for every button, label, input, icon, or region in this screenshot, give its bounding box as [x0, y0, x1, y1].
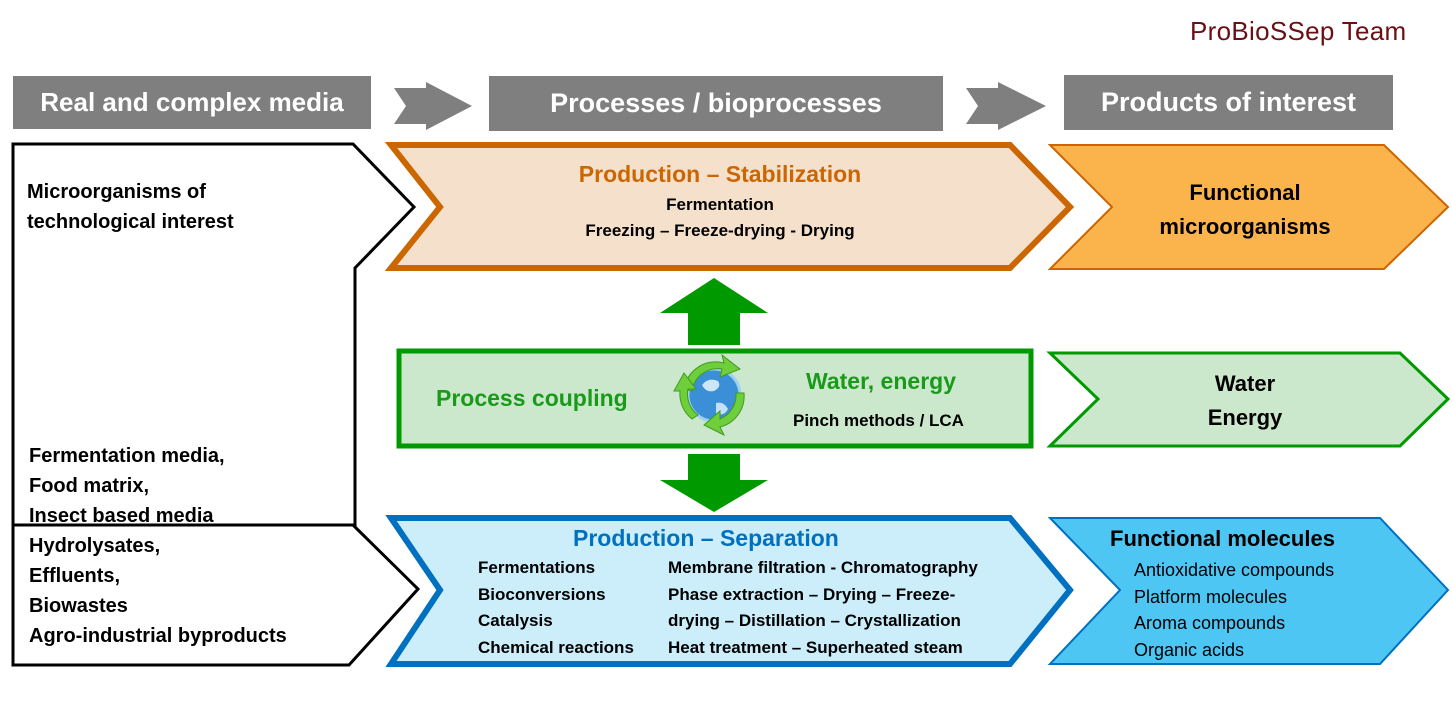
separation-left-item: Fermentations	[478, 558, 596, 577]
product-energy: Energy	[1207, 405, 1283, 430]
separation-right-list: Membrane filtration - Chromatography Pha…	[668, 555, 978, 661]
up-arrow	[660, 278, 768, 345]
media-item: Food matrix,	[29, 475, 150, 497]
product-microorganisms: Functional microorganisms	[1110, 176, 1380, 244]
separation-left-item: Chemical reactions	[478, 637, 634, 657]
product-molecules-list: Antioxidative compounds Platform molecul…	[1134, 557, 1334, 663]
media-item: Effluents,	[29, 565, 121, 587]
input-box-outline	[11, 142, 421, 667]
product-microorganisms-line-2: microorganisms	[1159, 214, 1331, 239]
separation-title: Production – Separation	[573, 525, 839, 551]
media-item: Fermentation media,	[29, 445, 225, 467]
input-microorganisms-line-1: Microorganisms of	[27, 181, 206, 203]
media-item: Biowastes	[29, 595, 128, 617]
media-item: Agro-industrial byproducts	[29, 625, 287, 647]
coupling-methods: Pinch methods / LCA	[793, 411, 964, 430]
coupling-title: Process coupling	[436, 385, 628, 411]
header-inputs: Real and complex media	[13, 76, 371, 129]
header-products: Products of interest	[1064, 75, 1393, 130]
separation-right-item: Heat treatment – Superheated steam	[668, 637, 963, 657]
header-arrow-1	[394, 82, 472, 130]
product-microorganisms-line-1: Functional	[1189, 180, 1301, 205]
stabilization-line-1: Fermentation	[666, 195, 774, 214]
header-processes: Processes / bioprocesses	[489, 76, 943, 131]
molecule-item: Aroma compounds	[1134, 613, 1286, 633]
team-label: ProBioSSep Team	[1190, 16, 1407, 46]
product-water-energy: Water Energy	[1110, 367, 1380, 435]
separation-left-item: Bioconversions	[478, 584, 606, 604]
product-molecules-chevron	[1047, 517, 1450, 665]
coupling-subtitle: Water, energy	[806, 368, 956, 394]
molecule-item: Organic acids	[1134, 639, 1245, 660]
separation-right-item: Phase extraction – Drying – Freeze-	[668, 584, 956, 604]
separation-chevron	[385, 515, 1074, 667]
separation-right-item: drying – Distillation – Crystallization	[668, 611, 961, 630]
product-water-energy-chevron	[1046, 351, 1451, 448]
product-water: Water	[1214, 371, 1276, 396]
molecule-item: Platform molecules	[1134, 586, 1288, 607]
stabilization-text: Production – Stabilization Fermentation …	[460, 158, 980, 244]
input-media-list: Fermentation media, Food matrix, Insect …	[29, 441, 287, 651]
header-arrow-2	[966, 82, 1046, 130]
separation-left-item: Catalysis	[478, 611, 553, 630]
separation-right-item: Membrane filtration - Chromatography	[668, 558, 978, 577]
media-item: Hydrolysates,	[29, 535, 161, 557]
stabilization-title: Production – Stabilization	[578, 161, 862, 187]
down-arrow	[660, 454, 768, 512]
product-microorganisms-chevron	[1047, 144, 1450, 270]
recycle-globe-icon	[673, 353, 745, 437]
separation-left-list: Fermentations Bioconversions Catalysis C…	[478, 555, 634, 661]
input-microorganisms-line-2: technological interest	[27, 211, 234, 233]
stabilization-chevron	[384, 142, 1075, 271]
product-molecules-title: Functional molecules	[1110, 526, 1335, 551]
molecule-item: Antioxidative compounds	[1134, 560, 1335, 580]
input-microorganisms: Microorganisms of technological interest	[27, 177, 234, 237]
stabilization-line-2: Freezing – Freeze-drying - Drying	[585, 221, 855, 240]
media-item: Insect based media	[29, 505, 214, 527]
